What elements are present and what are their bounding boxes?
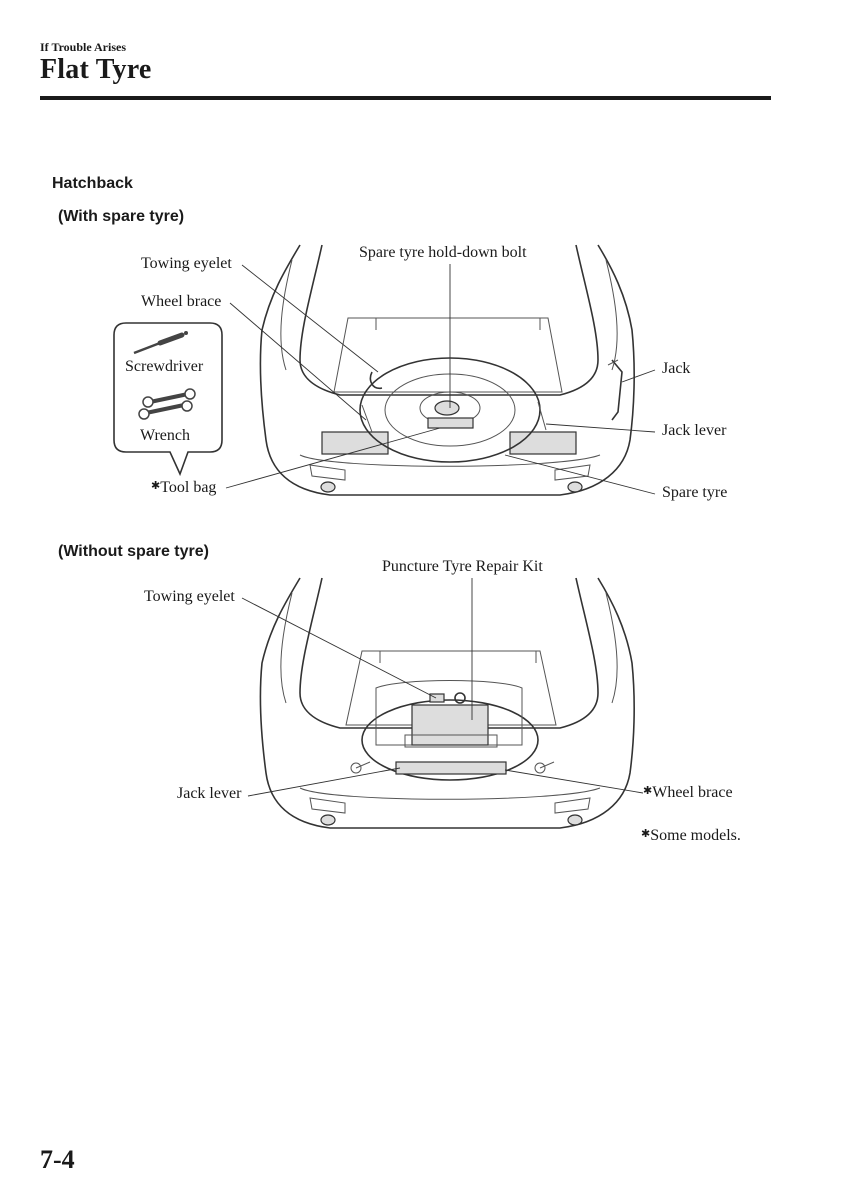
page-number: 7-4 (40, 1145, 75, 1174)
asterisk-icon: ✱ (643, 785, 653, 797)
label-spare-tyre-bolt: Spare tyre hold-down bolt (359, 244, 527, 261)
tool-bag-callout (113, 322, 223, 477)
header-divider (40, 96, 771, 100)
trunk-without-spare-drawing (259, 577, 635, 829)
label-spare-tyre: Spare tyre (662, 484, 728, 501)
label-wheel-brace-2: ✱Wheel brace (643, 784, 733, 801)
hatchback-heading: Hatchback (52, 175, 133, 192)
label-repair-kit: Puncture Tyre Repair Kit (382, 558, 543, 575)
asterisk-icon: ✱ (641, 828, 651, 840)
page-title: Flat Tyre (40, 54, 152, 85)
asterisk-icon: ✱ (151, 480, 161, 492)
label-screwdriver: Screwdriver (125, 358, 204, 375)
without-spare-subheading: (Without spare tyre) (58, 543, 209, 560)
label-towing-eyelet: Towing eyelet (141, 255, 232, 272)
leader-lines-fig2 (241, 578, 644, 797)
label-wheel-brace: Wheel brace (141, 293, 222, 310)
footnote: ✱Some models. (641, 827, 741, 844)
label-wrench: Wrench (140, 427, 190, 444)
section-header: If Trouble Arises (40, 40, 127, 54)
label-towing-eyelet-2: Towing eyelet (144, 588, 235, 605)
label-jack-lever: Jack lever (662, 422, 727, 439)
label-jack: Jack (662, 360, 691, 377)
screwdriver-icon (133, 331, 188, 355)
leader-lines-fig1 (225, 264, 656, 495)
label-tool-bag: ✱Tool bag (151, 479, 217, 496)
wrench-icon (138, 388, 196, 420)
label-jack-lever-2: Jack lever (177, 785, 242, 802)
with-spare-subheading: (With spare tyre) (58, 208, 185, 225)
trunk-with-spare-drawing (259, 244, 635, 496)
